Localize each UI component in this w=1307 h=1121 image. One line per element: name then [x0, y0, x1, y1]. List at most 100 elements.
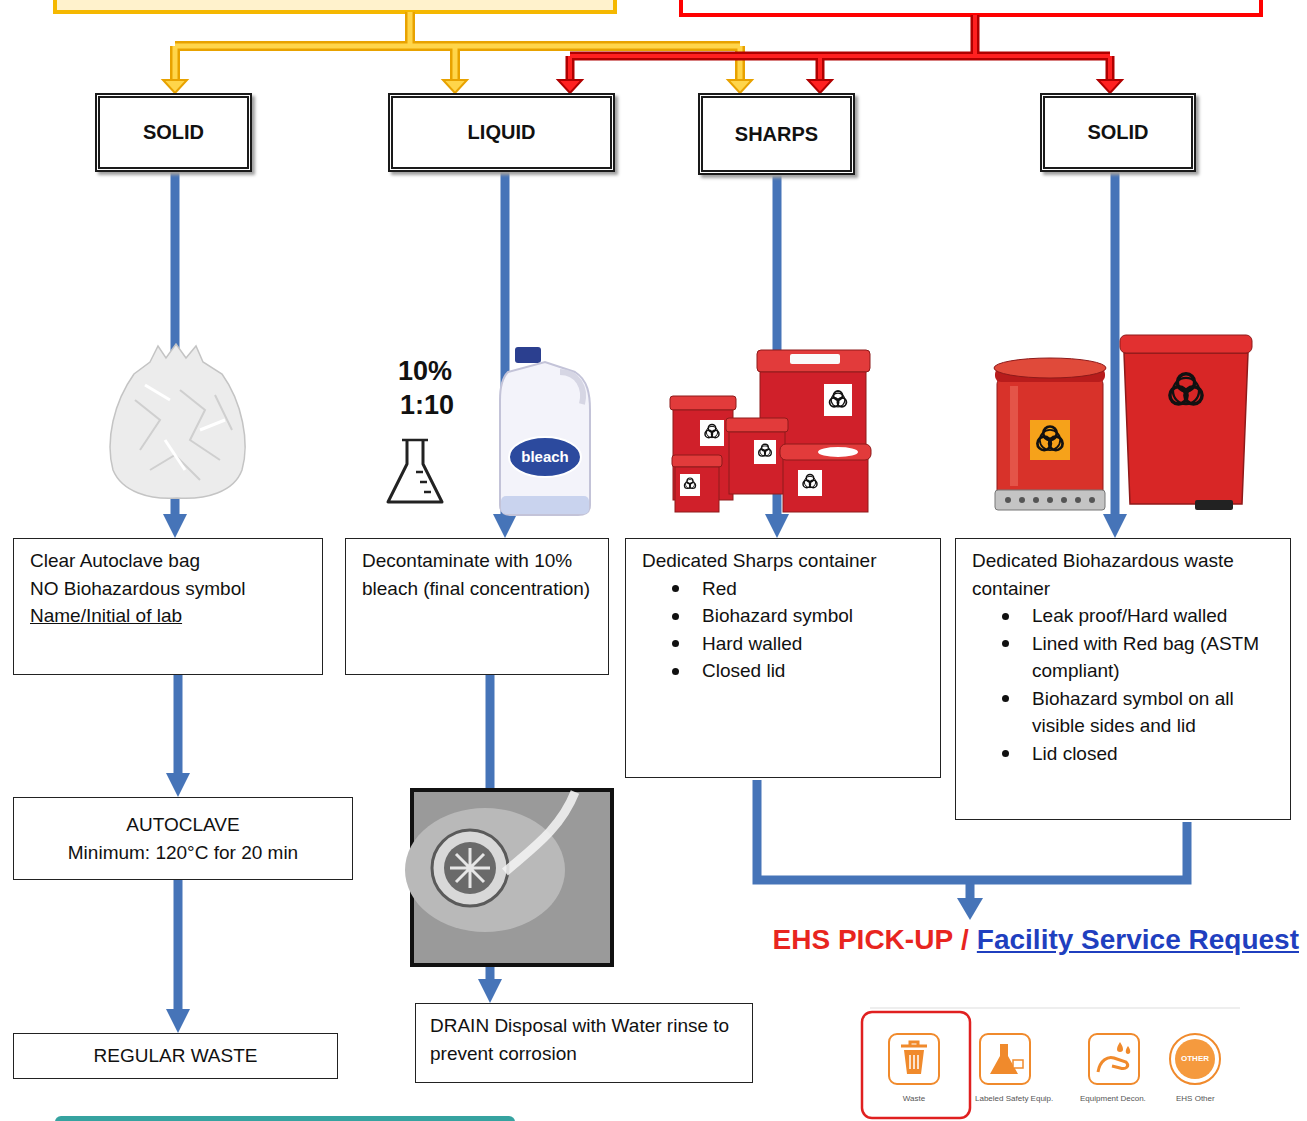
branch-line: [175, 12, 740, 80]
bullet-item: Biohazard symbol on all visible sides an…: [972, 685, 1274, 740]
can-body: [997, 378, 1103, 498]
box-text: Name/Initial of lab: [30, 602, 306, 630]
biohazard-symbol: [759, 444, 772, 456]
biohazard-symbol: [705, 425, 719, 438]
branch-arrowhead: [808, 80, 832, 93]
flow-arrow: [174, 675, 183, 785]
container-lid: [780, 444, 871, 460]
branch-arrowhead: [443, 80, 467, 93]
container-body: [675, 467, 719, 512]
bottle-label: bleach: [511, 448, 579, 465]
category-title: SOLID: [1087, 121, 1148, 144]
flow-arrow: [1111, 172, 1120, 526]
container-body: [783, 452, 868, 512]
icon-caption: EHS Other: [1176, 1094, 1215, 1103]
category-box: SOLID: [95, 93, 252, 172]
box-text: Clear Autoclave bag: [30, 547, 306, 575]
biohazard-symbol: [830, 391, 847, 407]
box-text: REGULAR WASTE: [30, 1042, 321, 1070]
bullet-item: Hard walled: [642, 630, 924, 658]
request-icons: [862, 1008, 1240, 1118]
bullet-item: Red: [642, 575, 924, 603]
bullet-item: Lined with Red bag (ASTM compliant): [972, 630, 1274, 685]
box-heading: Dedicated Biohazardous waste container: [972, 547, 1274, 602]
pickup-label: EHS PICK-UP: [773, 924, 953, 956]
bleach-bottle: [500, 347, 590, 515]
branch-arrowhead: [163, 80, 187, 93]
biohazard-symbol: [1037, 427, 1062, 451]
container-label: [798, 470, 822, 496]
ratio-label: 1:10: [400, 390, 454, 421]
branch-arrowhead: [1098, 80, 1122, 93]
flask-glyph: [990, 1044, 1018, 1074]
can-lid: [1120, 335, 1252, 353]
flask-outline: [388, 440, 442, 502]
flask-icon: [388, 440, 442, 502]
result-box: REGULAR WASTE: [13, 1033, 338, 1079]
flow-arrow: [174, 880, 183, 1021]
branch-arrowhead: [728, 80, 752, 93]
container-label: [700, 420, 724, 446]
bullet-item: Lid closed: [972, 740, 1274, 768]
trash-body: [904, 1050, 924, 1074]
can-highlight: [1010, 386, 1018, 486]
drain-rim: [432, 830, 508, 906]
container-box: Dedicated Biohazardous waste containerLe…: [955, 538, 1291, 820]
box-text: Minimum: 120°C for 20 min: [30, 839, 336, 867]
box-text: Decontaminate with 10% bleach (final con…: [362, 547, 592, 602]
container-label: [824, 384, 852, 416]
container-lid: [726, 418, 788, 432]
cropped-category-box: [681, 0, 1261, 15]
category-box: SHARPS: [698, 93, 855, 175]
drain-grate: [450, 848, 490, 888]
cropped-category-box: [55, 0, 615, 12]
container-label: [680, 474, 700, 496]
biohazard-can: [994, 358, 1106, 510]
base-holes: [1005, 497, 1095, 503]
bag-body: [110, 344, 245, 498]
flask-marks: [402, 440, 431, 492]
instruction-box: Decontaminate with 10% bleach (final con…: [345, 538, 609, 675]
waste-icon: [889, 1034, 939, 1084]
drain-hole: [444, 842, 496, 894]
branch-line: [570, 15, 1110, 80]
can-body: [1124, 353, 1248, 504]
cropped-panel: [55, 1116, 515, 1121]
category-title: SHARPS: [735, 123, 818, 146]
other-icon-fill: [1175, 1039, 1215, 1079]
container-body: [729, 432, 785, 494]
lid-opening: [818, 447, 858, 457]
panel-edge: [870, 1008, 1240, 1009]
foot-pedal: [1195, 500, 1233, 510]
tag-glyph: [1013, 1060, 1023, 1068]
equipment-icon: [980, 1034, 1030, 1084]
container-label: [754, 440, 776, 464]
bullet-item: Closed lid: [642, 657, 924, 685]
process-box: AUTOCLAVEMinimum: 120°C for 20 min: [13, 797, 353, 880]
box-text: AUTOCLAVE: [30, 811, 336, 839]
percent-label: 10%: [398, 356, 452, 387]
highlight-frame: [862, 1012, 970, 1118]
can-lid: [994, 358, 1106, 378]
step-can: [1120, 335, 1252, 510]
bottle-cap: [515, 347, 541, 363]
drain-photo: [405, 790, 612, 965]
sharps-containers: [670, 350, 871, 512]
merge-arrowhead: [957, 898, 983, 920]
bullet-item: Leak proof/Hard walled: [972, 602, 1274, 630]
lid-opening: [790, 354, 840, 364]
can-base: [995, 490, 1105, 510]
category-box: SOLID: [1040, 93, 1196, 172]
biohazard-symbol: [803, 475, 817, 488]
bag-highlight: [145, 385, 225, 470]
category-title: SOLID: [143, 121, 204, 144]
pickup-row: EHS PICK-UP/Facility Service Request: [773, 924, 1299, 956]
trash-lines: [910, 1055, 918, 1069]
category-title: LIQUID: [468, 121, 536, 144]
bullet-item: Biohazard symbol: [642, 602, 924, 630]
branch-arrowhead: [558, 80, 582, 93]
instruction-box: Clear Autoclave bagNO Biohazardous symbo…: [13, 538, 323, 675]
decon-icon: [1089, 1034, 1139, 1084]
box-text: DRAIN Disposal with Water rinse to preve…: [430, 1012, 738, 1067]
